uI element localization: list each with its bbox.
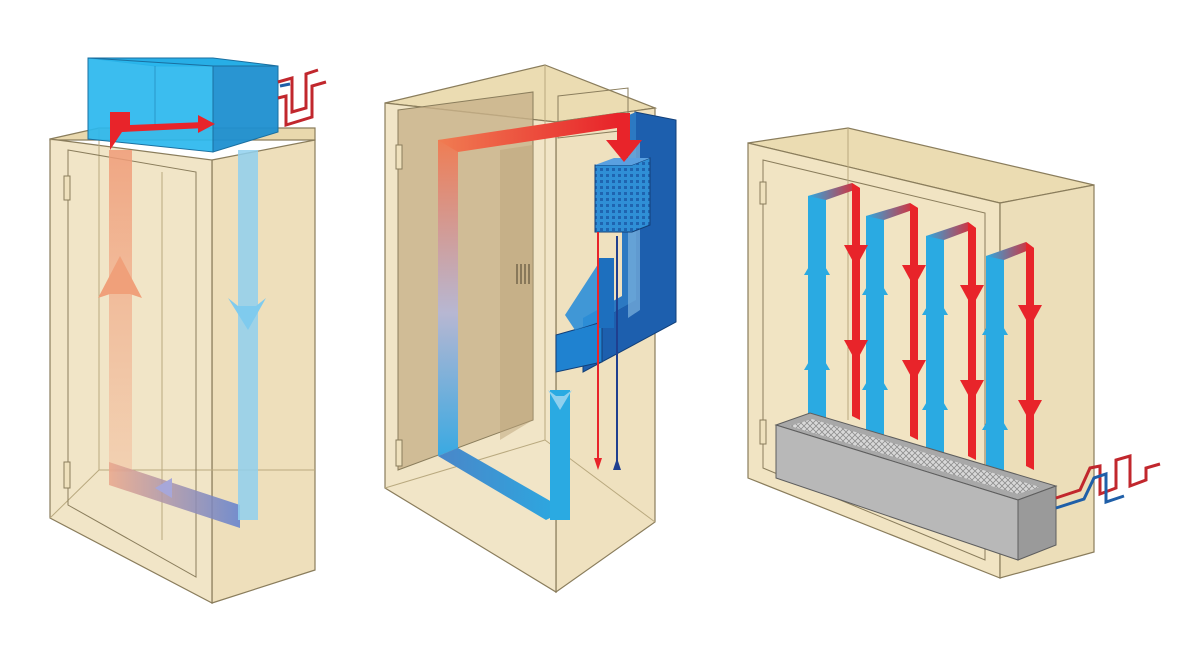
hinge3-bottom: [759, 419, 767, 445]
hot-air-into-exchanger: [617, 113, 630, 143]
warm-air-up: [109, 150, 132, 472]
hinge2-top: [395, 144, 403, 170]
pipe-connection-3: [1055, 454, 1161, 500]
hinge2-bottom: [395, 439, 403, 467]
air-into-cooler: [110, 112, 205, 150]
cabinet-door: [67, 149, 197, 578]
cabinet-right-face: [211, 139, 316, 604]
cool-air-down-2: [550, 390, 570, 520]
return-air-bottom: [109, 462, 240, 528]
return-air-bottom-2: [438, 448, 566, 520]
loop-arrowheads: [804, 245, 1042, 430]
pipe-connection: [277, 68, 327, 128]
air-across-top-2: [438, 113, 617, 152]
cool-air-arrowhead: [228, 298, 266, 330]
warm-air-arrowhead: [98, 256, 142, 298]
exchanger-lower-duct: [555, 321, 603, 373]
hinge-top: [63, 175, 71, 201]
hinge-bottom: [63, 461, 71, 489]
hinge3-top: [759, 181, 767, 205]
filter-grid: [790, 419, 1040, 494]
door-handle: [516, 264, 530, 284]
cool-arrowhead-2: [548, 390, 572, 410]
warm-air-up-2: [438, 138, 458, 456]
cooler-front-face: [87, 57, 214, 153]
return-arrowhead: [155, 478, 172, 498]
panel-top-cooler: [49, 57, 327, 604]
finned-coil: [594, 157, 651, 233]
cool-air-down: [238, 150, 258, 520]
panel-floor-tray: [747, 127, 1161, 579]
panel-side-exchanger: [384, 64, 677, 594]
tray-side: [1017, 485, 1057, 561]
